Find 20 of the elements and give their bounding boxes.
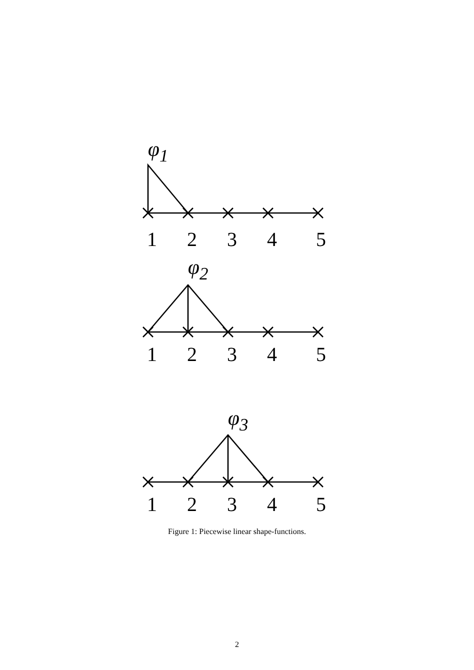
node-number: 5 — [316, 495, 326, 515]
node-number: 5 — [316, 345, 326, 365]
function-label: φ$_{2}$ — [188, 257, 208, 283]
node-number: 4 — [267, 230, 277, 250]
node-number: 5 — [316, 230, 326, 250]
node-number: 3 — [227, 345, 237, 365]
function-label: φ$_{1}$ — [148, 139, 168, 165]
function-label: φ$_{3}$ — [228, 408, 248, 434]
node-number: 1 — [147, 495, 157, 515]
node-number: 1 — [147, 345, 157, 365]
node-number: 4 — [267, 495, 277, 515]
node-number: 2 — [187, 230, 197, 250]
node-number: 3 — [227, 495, 237, 515]
figure-caption: Figure 1: Piecewise linear shape-functions. — [168, 528, 306, 536]
node-number: 2 — [187, 495, 197, 515]
node-number: 2 — [187, 345, 197, 365]
node-number: 3 — [227, 230, 237, 250]
page-number: 2 — [235, 641, 239, 649]
node-number: 1 — [147, 230, 157, 250]
node-number: 4 — [267, 345, 277, 365]
